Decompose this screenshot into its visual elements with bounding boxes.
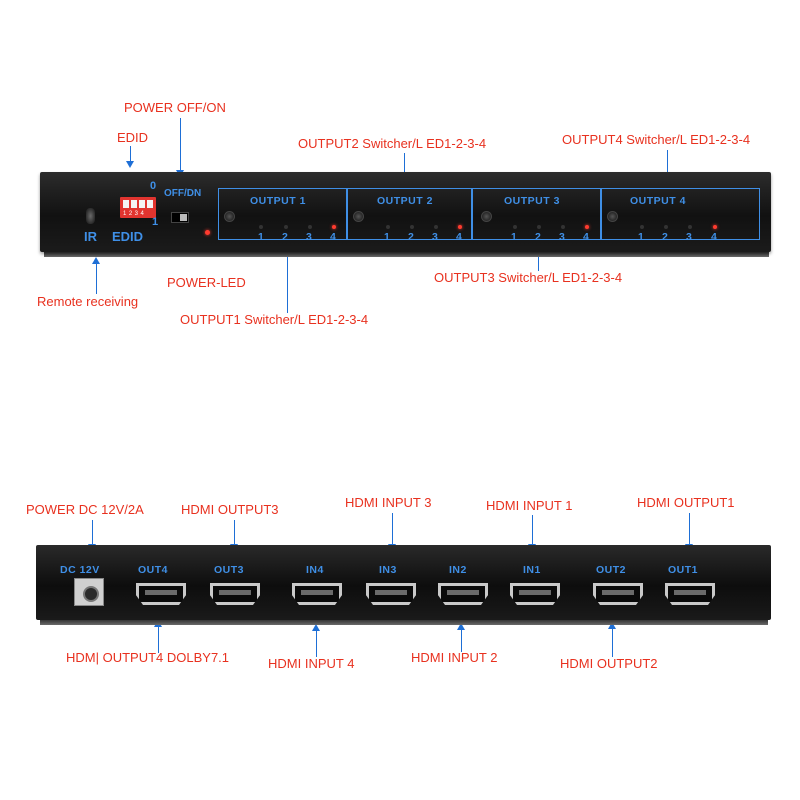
output-2-num-1: 1 xyxy=(384,231,390,243)
annotation-hdmi-output1: HDMI OUTPUT1 xyxy=(637,495,735,510)
output-4-led-1 xyxy=(640,225,644,229)
output-1-button[interactable] xyxy=(224,211,235,222)
output-3-num-2: 2 xyxy=(535,231,541,243)
output-frame xyxy=(218,188,760,240)
port-label-in4: IN4 xyxy=(306,564,324,576)
output-4-led-4 xyxy=(713,225,717,229)
ir-receiver xyxy=(86,208,95,224)
output-divider-2 xyxy=(471,188,473,240)
output-2-button[interactable] xyxy=(353,211,364,222)
annotation-hdmi-output2: HDMI OUTPUT2 xyxy=(560,656,658,671)
output-divider-1 xyxy=(346,188,348,240)
output-1-led-1 xyxy=(259,225,263,229)
annotation-edid: EDID xyxy=(117,130,149,145)
output-2-num-3: 3 xyxy=(432,231,438,243)
output-3-title: OUTPUT 3 xyxy=(504,195,560,207)
output-2-num-2: 2 xyxy=(408,231,414,243)
output-2-led-2 xyxy=(410,225,414,229)
annotation-output1-switcher: OUTPUT1 Switcher/L ED1-2-3-4 xyxy=(180,312,369,327)
output-4-title: OUTPUT 4 xyxy=(630,195,686,207)
output-2-title: OUTPUT 2 xyxy=(377,195,433,207)
annotation-remote-receiving: Remote receiving xyxy=(37,294,139,309)
output-4-button[interactable] xyxy=(607,211,618,222)
port-label-in3: IN3 xyxy=(379,564,397,576)
output-3-led-3 xyxy=(561,225,565,229)
hdmi-port-in3[interactable] xyxy=(366,583,416,605)
power-led xyxy=(205,230,210,235)
port-label-out4: OUT4 xyxy=(138,564,169,576)
output-3-num-4: 4 xyxy=(583,231,589,243)
output-4-led-2 xyxy=(664,225,668,229)
output-2-led-3 xyxy=(434,225,438,229)
output-4-led-3 xyxy=(688,225,692,229)
annotation-output4-switcher: OUTPUT4 Switcher/L ED1-2-3-4 xyxy=(562,132,751,147)
dip-switch-1[interactable] xyxy=(123,200,129,208)
output-1-num-3: 3 xyxy=(306,231,312,243)
output-4-num-2: 2 xyxy=(662,231,668,243)
output-1-title: OUTPUT 1 xyxy=(250,195,306,207)
hdmi-port-out3[interactable] xyxy=(210,583,260,605)
annotation-power-led: POWER-LED xyxy=(167,275,246,290)
dip-switch-4[interactable] xyxy=(147,200,153,208)
front-panel-shadow xyxy=(44,251,769,257)
port-label-out3: OUT3 xyxy=(214,564,245,576)
switch-0-label: 0 xyxy=(150,180,157,192)
output-1-num-2: 2 xyxy=(282,231,288,243)
output-divider-3 xyxy=(600,188,602,240)
hdmi-port-out4[interactable] xyxy=(136,583,186,605)
dip-switch-numbers: 1234 xyxy=(123,211,147,217)
port-label-out2: OUT2 xyxy=(596,564,627,576)
annotation-hdmi-input2: HDMI INPUT 2 xyxy=(411,650,498,665)
annotation-hdmi-output4: HDM| OUTPUT4 DOLBY7.1 xyxy=(66,650,230,665)
back-panel-shadow xyxy=(40,619,768,625)
hdmi-port-out1[interactable] xyxy=(665,583,715,605)
output-3-led-1 xyxy=(513,225,517,229)
annotation-hdmi-output3: HDMI OUTPUT3 xyxy=(181,502,279,517)
output-2-led-4 xyxy=(458,225,462,229)
output-3-button[interactable] xyxy=(481,211,492,222)
back-panel: DC 12V OUT4 OUT3 IN4 IN3 IN2 IN1 OUT2 OU… xyxy=(36,545,771,620)
output-3-led-4 xyxy=(585,225,589,229)
annotation-power-off-on: POWER OFF/ON xyxy=(124,100,226,115)
annotation-hdmi-input1: HDMI INPUT 1 xyxy=(486,498,573,513)
edid-label: EDID xyxy=(112,229,144,244)
annotation-output2-switcher: OUTPUT2 Switcher/L ED1-2-3-4 xyxy=(298,136,487,151)
annotation-output3-switcher: OUTPUT3 Switcher/L ED1-2-3-4 xyxy=(434,270,623,285)
dip-switch-2[interactable] xyxy=(131,200,137,208)
hdmi-port-in4[interactable] xyxy=(292,583,342,605)
hdmi-port-out2[interactable] xyxy=(593,583,643,605)
dc-power-jack[interactable] xyxy=(74,578,104,606)
output-3-num-3: 3 xyxy=(559,231,565,243)
port-label-in2: IN2 xyxy=(449,564,467,576)
output-4-num-1: 1 xyxy=(638,231,644,243)
dip-switch-3[interactable] xyxy=(139,200,145,208)
output-1-num-1: 1 xyxy=(258,231,264,243)
output-3-num-1: 1 xyxy=(511,231,517,243)
annotation-power-dc: POWER DC 12V/2A xyxy=(26,502,144,517)
edid-dip-switch[interactable]: 1234 xyxy=(120,197,156,218)
off-on-label: OFF/DN xyxy=(164,188,202,199)
ir-label: IR xyxy=(84,229,97,244)
output-4-num-4: 4 xyxy=(711,231,717,243)
annotation-hdmi-input4: HDMI INPUT 4 xyxy=(268,656,355,671)
front-panel: IR EDID 1234 0 1 OFF/DN OUTPUT 1 1 2 3 4… xyxy=(40,172,771,252)
output-1-led-2 xyxy=(284,225,288,229)
output-1-num-4: 4 xyxy=(330,231,336,243)
output-2-led-1 xyxy=(386,225,390,229)
output-3-led-2 xyxy=(537,225,541,229)
hdmi-port-in1[interactable] xyxy=(510,583,560,605)
output-1-led-3 xyxy=(308,225,312,229)
dc-label: DC 12V xyxy=(60,564,100,576)
hdmi-port-in2[interactable] xyxy=(438,583,488,605)
power-switch[interactable] xyxy=(171,212,189,223)
port-label-out1: OUT1 xyxy=(668,564,699,576)
output-1-led-4 xyxy=(332,225,336,229)
switch-1-label: 1 xyxy=(152,216,159,228)
output-4-num-3: 3 xyxy=(686,231,692,243)
output-2-num-4: 4 xyxy=(456,231,462,243)
annotation-hdmi-input3: HDMI INPUT 3 xyxy=(345,495,432,510)
port-label-in1: IN1 xyxy=(523,564,541,576)
